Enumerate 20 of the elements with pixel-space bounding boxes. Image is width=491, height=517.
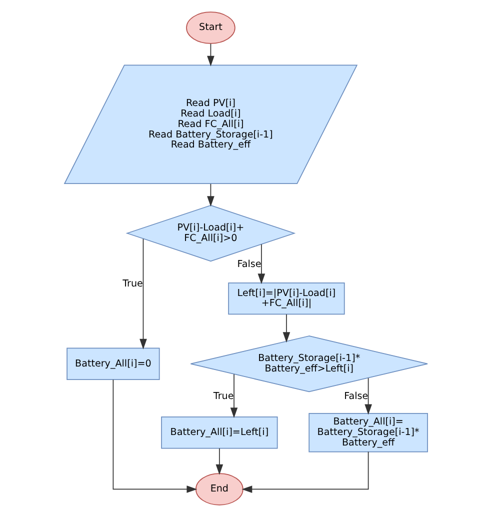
arrow <box>282 314 290 343</box>
node-box: Battery_All[i]=Left[i] <box>160 416 278 449</box>
edge-label: False <box>344 391 368 402</box>
arrow <box>206 43 214 66</box>
edge-label: True <box>122 278 142 290</box>
arrow <box>364 378 372 415</box>
arrow <box>112 379 197 493</box>
node-box: Battery_All[i]=0 <box>66 348 160 380</box>
arrow <box>257 244 265 284</box>
arrow <box>230 374 238 418</box>
arrow <box>139 238 146 350</box>
node-ellipse: Start <box>186 12 235 44</box>
arrow <box>215 448 223 475</box>
edge-label: True <box>212 390 234 402</box>
node-diamond: Battery_Storage[i-1]* Battery_eff>Left[i] <box>190 336 428 392</box>
node-box: Left[i]=|PV[i]-Load[i] +FC_All[i]| <box>228 282 344 315</box>
node-ellipse: End <box>194 473 243 506</box>
arrow <box>241 451 368 493</box>
node-box: Battery_All[i]= Battery_Storage[i-1]* Battery_eff <box>308 413 428 452</box>
arrow <box>206 184 214 207</box>
